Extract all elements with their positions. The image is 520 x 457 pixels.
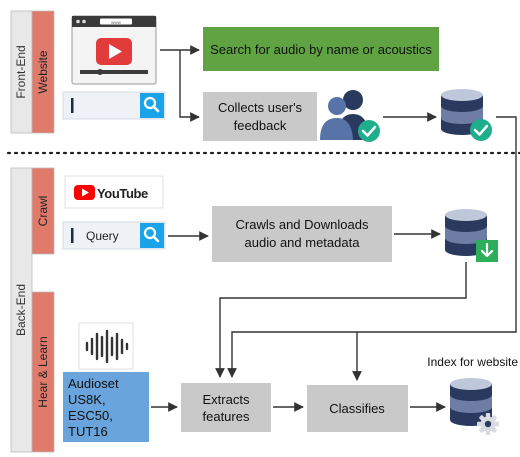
users-icon bbox=[320, 90, 369, 140]
label-backend: Back-End bbox=[14, 284, 28, 336]
datasets-box: Audioset US8K, ESC50, TUT16 bbox=[63, 372, 149, 442]
extracts-box: Extracts features bbox=[181, 383, 271, 432]
extracts-label-1: Extracts bbox=[203, 392, 250, 407]
label-crawl: Crawl bbox=[36, 196, 50, 227]
query-text: Query bbox=[86, 229, 119, 243]
label-hear-learn: Hear & Learn bbox=[36, 336, 50, 407]
magnifier-icon bbox=[143, 226, 160, 243]
feedback-box: Collects user's feedback bbox=[203, 92, 317, 141]
youtube-logo: YouTube bbox=[64, 175, 164, 209]
dataset-3: ESC50, bbox=[68, 408, 113, 423]
label-website: Website bbox=[36, 50, 50, 93]
check-icon bbox=[358, 120, 380, 142]
classifies-box: Classifies bbox=[307, 385, 408, 432]
website-search-bar bbox=[62, 91, 166, 120]
section-frontend: Front-End Website bbox=[10, 10, 55, 134]
query-search-bar: Query bbox=[62, 221, 166, 250]
arrow-browser-to-feedback bbox=[179, 50, 200, 122]
feedback-label-2: feedback bbox=[234, 118, 287, 133]
download-icon bbox=[476, 240, 498, 262]
dataset-1: Audioset bbox=[68, 376, 119, 391]
browser-url: www bbox=[111, 20, 121, 25]
crawls-box: Crawls and Downloads audio and metadata bbox=[212, 206, 392, 262]
connector-db-down bbox=[227, 116, 517, 378]
search-audio-box: Search for audio by name or acoustics bbox=[203, 27, 439, 71]
dataset-2: US8K, bbox=[68, 392, 106, 407]
waveform-icon bbox=[78, 322, 134, 370]
play-icon bbox=[96, 38, 132, 65]
magnifier-icon bbox=[143, 96, 160, 113]
crawls-label-1: Crawls and Downloads bbox=[236, 217, 369, 232]
classifies-label: Classifies bbox=[329, 401, 385, 416]
section-backend: Back-End Crawl Hear & Learn bbox=[10, 167, 55, 453]
crawls-label-2: audio and metadata bbox=[245, 235, 361, 250]
gear-icon bbox=[477, 413, 499, 435]
arrow-crawl-db-down bbox=[215, 262, 467, 378]
search-audio-label: Search for audio by name or acoustics bbox=[210, 42, 432, 57]
check-icon bbox=[470, 119, 492, 141]
youtube-wordmark: YouTube bbox=[97, 186, 148, 201]
index-label: Index for website bbox=[427, 355, 518, 369]
feedback-label-1: Collects user's bbox=[218, 100, 303, 115]
extracts-label-2: features bbox=[203, 409, 250, 424]
dataset-4: TUT16 bbox=[68, 424, 108, 439]
connectors bbox=[151, 45, 517, 412]
label-frontend: Front-End bbox=[14, 45, 28, 98]
